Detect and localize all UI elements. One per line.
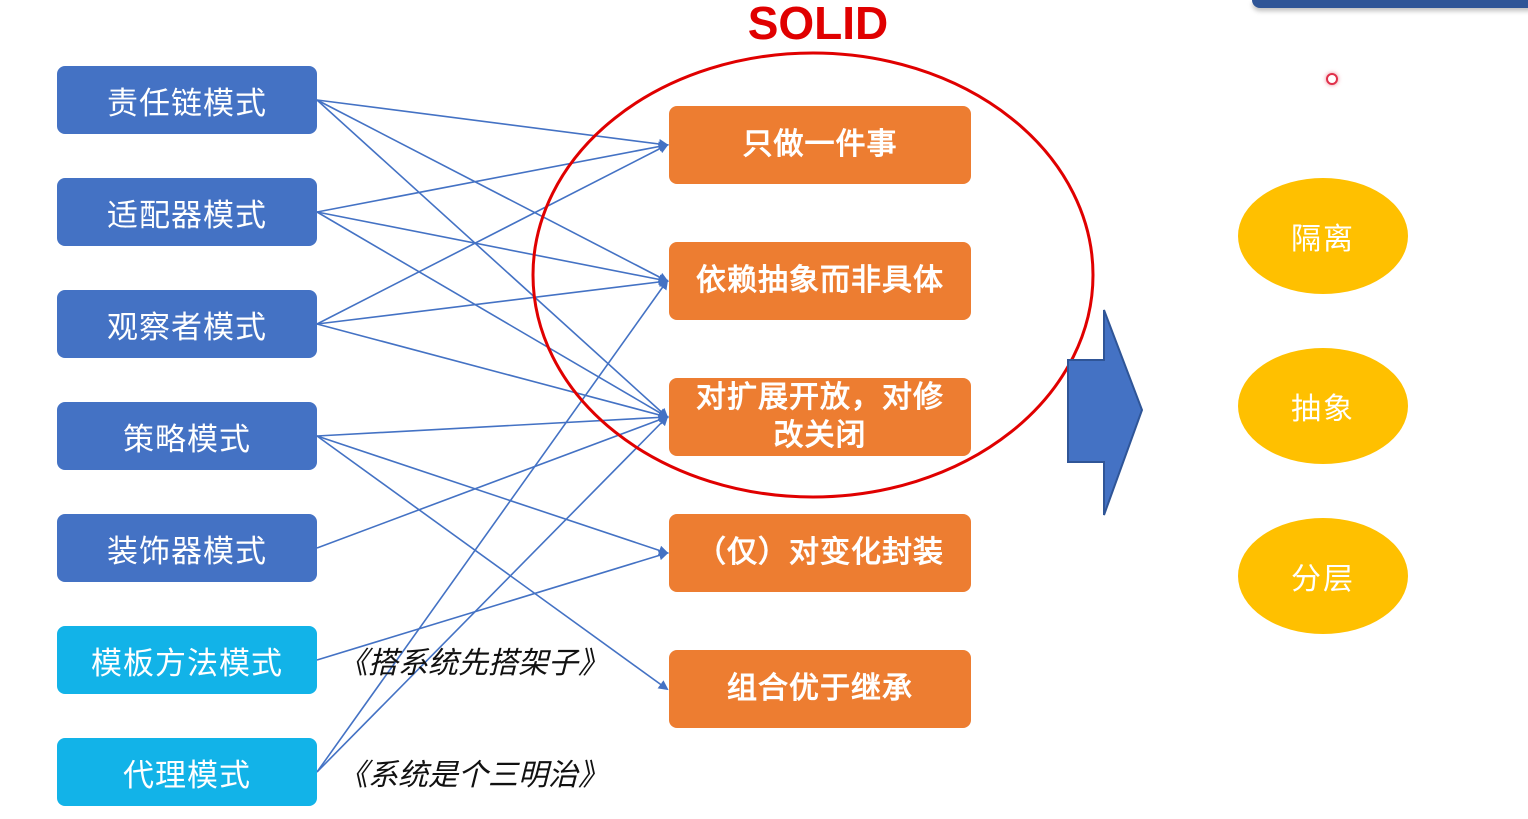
outcome-isolation: 隔离 xyxy=(1238,178,1408,294)
connector-line-1 xyxy=(316,99,669,282)
connector-line-11 xyxy=(316,435,669,691)
connector-line-3 xyxy=(316,141,669,213)
connector-line-15 xyxy=(316,415,669,773)
pattern-strategy: 策略模式 xyxy=(57,402,317,470)
outcome-layering: 分层 xyxy=(1238,518,1408,634)
connector-line-9 xyxy=(316,412,669,437)
principle-single-responsibility: 只做一件事 xyxy=(669,106,971,184)
solid-circle xyxy=(531,51,1095,499)
result-arrow-icon xyxy=(1067,309,1144,516)
pattern-template-method: 模板方法模式 xyxy=(57,626,317,694)
principle-open-closed: 对扩展开放，对修改关闭 xyxy=(669,378,971,456)
connector-line-6 xyxy=(316,144,669,325)
connector-line-4 xyxy=(316,211,669,285)
connector-line-5 xyxy=(316,211,669,419)
principle-dependency-inversion: 依赖抽象而非具体 xyxy=(669,242,971,320)
outcome-abstraction: 抽象 xyxy=(1238,348,1408,464)
principle-composition-over-inheritance: 组合优于继承 xyxy=(669,650,971,728)
connector-line-2 xyxy=(316,99,669,419)
note-framework-first: 《搭系统先搭架子》 xyxy=(338,646,608,681)
pattern-adapter: 适配器模式 xyxy=(57,178,317,246)
pattern-observer: 观察者模式 xyxy=(57,290,317,358)
window-edge-bar xyxy=(1252,0,1528,8)
connector-line-13 xyxy=(316,550,669,661)
pattern-proxy: 代理模式 xyxy=(57,738,317,806)
solid-title: SOLID xyxy=(747,0,889,49)
pattern-decorator: 装饰器模式 xyxy=(57,514,317,582)
connector-line-0 xyxy=(316,99,669,149)
note-sandwich-system: 《系统是个三明治》 xyxy=(338,758,608,793)
principle-encapsulate-change: （仅）对变化封装 xyxy=(669,514,971,592)
connector-line-7 xyxy=(316,277,669,325)
pattern-chain-of-responsibility: 责任链模式 xyxy=(57,66,317,134)
connector-line-14 xyxy=(316,279,669,773)
connector-lines xyxy=(316,99,669,773)
cursor-dot-icon xyxy=(1326,73,1338,85)
connector-line-12 xyxy=(316,415,669,549)
connector-line-8 xyxy=(316,323,669,420)
connector-line-10 xyxy=(316,435,669,556)
